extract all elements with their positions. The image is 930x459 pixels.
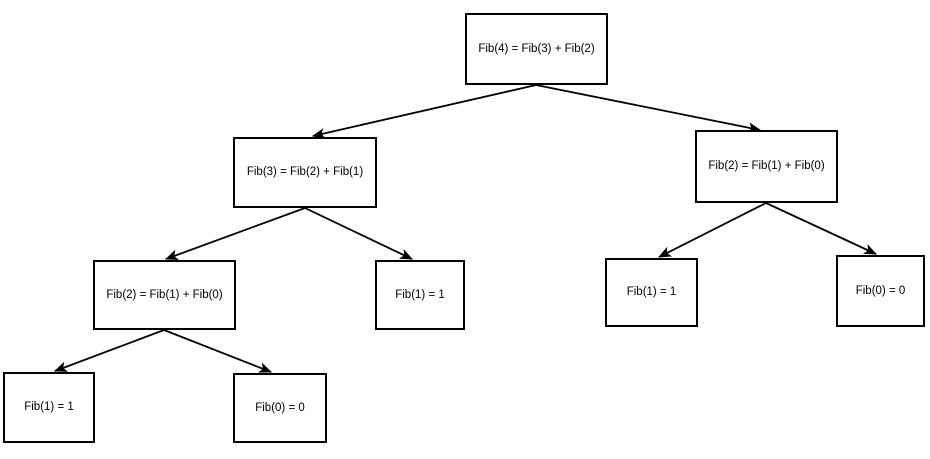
edge-r-rl [658, 202, 767, 258]
tree-node-label: Fib(1) = 1 [395, 288, 445, 301]
tree-node-fib1-mid: Fib(1) = 1 [375, 260, 465, 330]
edge-root-l [311, 84, 537, 139]
edge-root-r [535, 84, 762, 133]
tree-node-fib1-bottom: Fib(1) = 1 [3, 372, 95, 443]
tree-node-label: Fib(1) = 1 [24, 401, 74, 414]
tree-node-label: Fib(2) = Fib(1) + Fib(0) [106, 288, 223, 301]
edge-ll-lll [53, 329, 165, 372]
tree-node-fib0-bottom: Fib(0) = 0 [233, 373, 327, 443]
tree-node-fib0-right: Fib(0) = 0 [836, 255, 925, 327]
edge-ll-llr [163, 329, 273, 373]
tree-node-fib2-right: Fib(2) = Fib(1) + Fib(0) [695, 130, 838, 203]
tree-node-label: Fib(0) = 0 [855, 284, 906, 297]
tree-node-fib1-right: Fib(1) = 1 [605, 258, 698, 327]
edge-l-ll [164, 207, 306, 260]
tree-node-label: Fib(1) = 1 [626, 286, 677, 299]
tree-node-label: Fib(0) = 0 [255, 401, 305, 414]
tree-node-label: Fib(4) = Fib(3) + Fib(2) [478, 42, 595, 55]
tree-node-fib4: Fib(4) = Fib(3) + Fib(2) [465, 13, 608, 85]
edge-l-lr [304, 207, 413, 260]
tree-node-fib2-left: Fib(2) = Fib(1) + Fib(0) [93, 260, 236, 330]
tree-node-fib3: Fib(3) = Fib(2) + Fib(1) [233, 137, 377, 208]
tree-node-label: Fib(2) = Fib(1) + Fib(0) [708, 160, 825, 173]
edge-r-rr [765, 202, 877, 255]
tree-node-label: Fib(3) = Fib(2) + Fib(1) [246, 166, 364, 179]
